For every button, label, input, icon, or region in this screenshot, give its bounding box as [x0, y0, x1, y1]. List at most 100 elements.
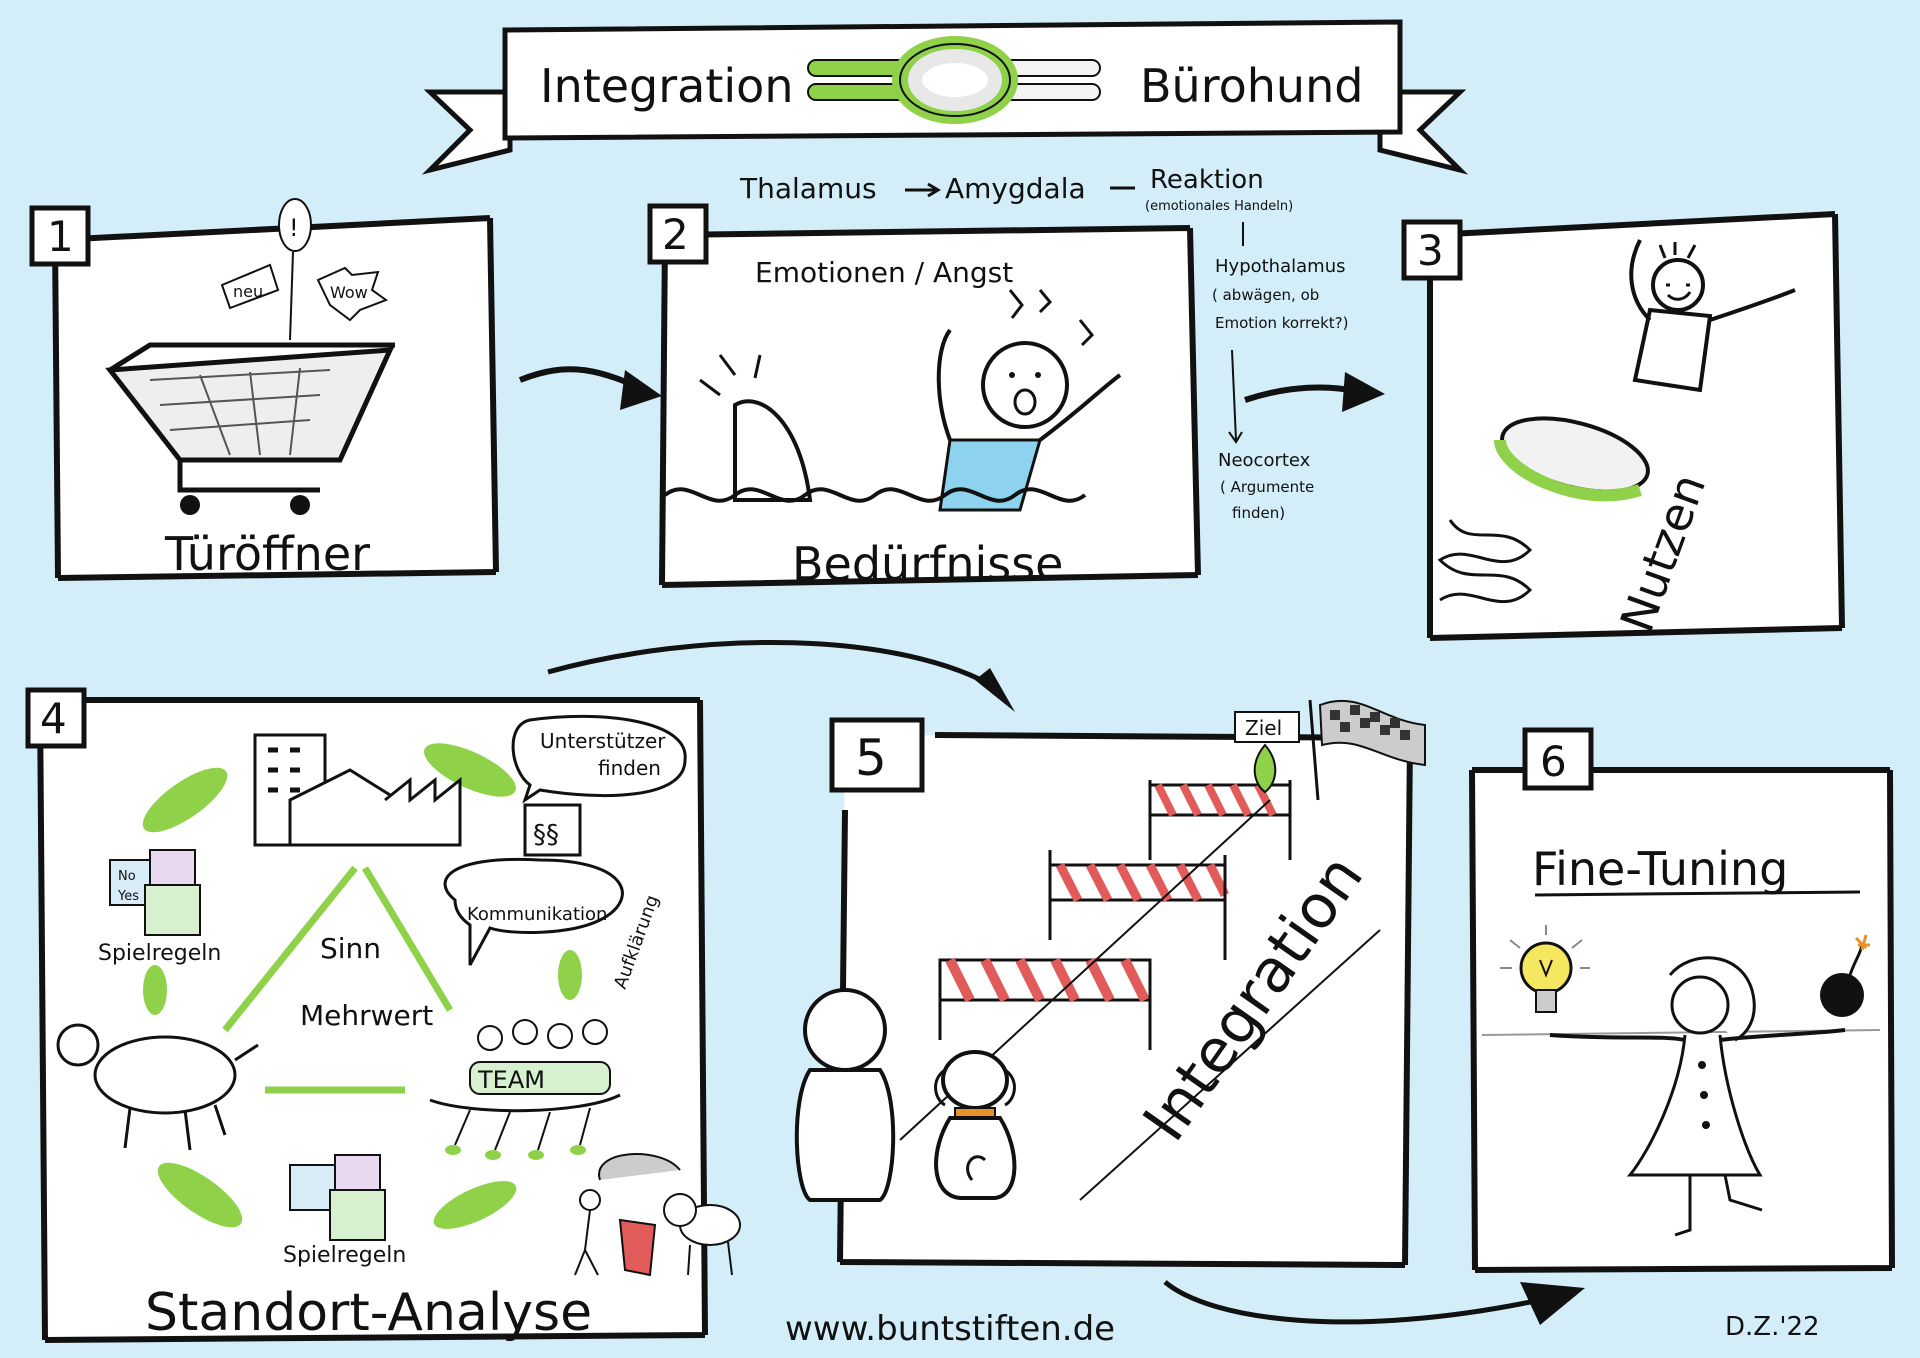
person-back-icon — [794, 988, 896, 1202]
rules-dice-icon: No Yes — [109, 849, 201, 936]
jumping-person-icon — [1629, 239, 1796, 393]
exclamation-label: ! — [289, 214, 299, 242]
scared-face-icon — [981, 341, 1069, 429]
signature: D.Z.'22 — [1725, 1312, 1820, 1342]
panel-2-number: 2 — [662, 210, 689, 259]
arrow-head-icon — [1520, 1282, 1585, 1325]
reaktion-label: Reaktion — [1150, 165, 1264, 195]
reaktion-note: (emotionales Handeln) — [1145, 199, 1293, 214]
mehrwert-label: Mehrwert — [300, 999, 433, 1032]
green-blob — [142, 767, 228, 833]
green-blob — [424, 743, 516, 797]
green-blob — [143, 965, 167, 1015]
panel-4-number: 4 — [40, 694, 67, 743]
panel-2: 2 Emotionen / Angst Bedürfnisse — [647, 203, 1201, 591]
panel-5: 5 Ziel — [794, 699, 1426, 1268]
neocortex-note-2: finden) — [1232, 504, 1285, 522]
brain-flow: Thalamus Amygdala Reaktion (emotionales … — [739, 165, 1348, 522]
panic-lines — [1008, 289, 1095, 347]
hypothalamus-label: Hypothalamus — [1215, 256, 1345, 277]
neu-tag: neu — [220, 263, 280, 310]
trampoline-board-icon — [1494, 416, 1650, 502]
knot-icon — [807, 36, 1101, 124]
green-blob — [433, 1181, 517, 1229]
poodle-icon — [56, 1023, 259, 1151]
panel-2-subtitle: Emotionen / Angst — [755, 256, 1013, 289]
location-pin-icon — [1253, 743, 1277, 794]
arrow-5-to-6 — [1163, 1280, 1541, 1325]
hurdle-barrier — [1048, 850, 1230, 960]
wow-tag-label: Wow — [330, 283, 368, 302]
finish-flag-icon — [1308, 699, 1426, 801]
dice-yes-label: Yes — [117, 889, 139, 904]
panel-4: 4 Unterstützer finden §§ No Yes Spielr — [25, 687, 741, 1343]
motion-lines — [699, 354, 762, 397]
buildings-icon — [253, 733, 462, 847]
banner-right-word: Bürohund — [1140, 59, 1363, 113]
panel-4-title: Standort-Analyse — [145, 1283, 592, 1343]
value-triangle — [222, 865, 454, 1094]
panel-1-frame — [52, 215, 499, 581]
paragraphs-document-icon — [523, 803, 582, 857]
panel-2-frame — [659, 225, 1201, 588]
hurdle-barrier — [1148, 780, 1292, 860]
paragraphs-label: §§ — [533, 820, 559, 850]
panel-3-number: 3 — [1417, 226, 1444, 275]
panel-3-frame — [1427, 211, 1845, 641]
panel-6-number: 6 — [1540, 737, 1567, 786]
panel-3: 3 Nutzen — [1401, 211, 1845, 641]
hurdle-barrier — [938, 957, 1152, 1050]
spielregeln-top: Spielregeln — [98, 941, 221, 966]
raised-arms — [936, 328, 1122, 442]
hypothalamus-note-1: ( abwägen, ob — [1212, 286, 1319, 304]
green-blob — [558, 950, 582, 1000]
shark-fin-icon — [733, 399, 813, 502]
panel-4-frame — [37, 697, 708, 1343]
thalamus-label: Thalamus — [739, 172, 877, 205]
banner-left-word: Integration — [540, 59, 793, 113]
kommunikation-label: Kommunikation — [467, 904, 607, 925]
panel-5-number-box — [829, 717, 925, 793]
panel-1: 1 neu ! Wow Türöffner — [29, 198, 499, 581]
matador-dog-icon — [574, 1153, 741, 1277]
green-blob — [157, 1162, 243, 1228]
unterstuetzer-line-2: finden — [598, 756, 661, 780]
panel-6: 6 Fine-Tuning — [1469, 727, 1895, 1273]
panel-1-number-box — [29, 205, 91, 267]
shopping-cart-icon — [105, 342, 395, 515]
kommunikation-bubble — [443, 857, 624, 966]
panel-5-number: 5 — [855, 729, 887, 787]
arrow-2-to-3 — [1244, 384, 1361, 403]
arrow-4-to-5 — [547, 639, 1002, 693]
unterstuetzer-line-1: Unterstützer — [540, 729, 666, 753]
neocortex-label: Neocortex — [1218, 450, 1311, 471]
panel-2-title: Bedürfnisse — [792, 537, 1064, 591]
spring-coil — [1437, 519, 1533, 603]
dice-no-label: No — [118, 869, 136, 884]
title-underline — [1534, 890, 1861, 897]
panel-6-title: Fine-Tuning — [1532, 842, 1788, 896]
banner-left-tail — [421, 89, 513, 175]
panel-6-frame — [1469, 767, 1895, 1273]
panel-1-title: Türöffner — [164, 527, 370, 581]
ziel-label: Ziel — [1245, 716, 1282, 740]
amygdala-label: Amygdala — [945, 172, 1086, 205]
panel-1-number: 1 — [47, 212, 74, 261]
dog-back-icon — [934, 1050, 1017, 1200]
panel-6-number-box — [1522, 727, 1594, 791]
panel-3-number-box — [1401, 219, 1463, 281]
arrow-head-icon — [975, 668, 1015, 712]
team-boat-icon: TEAM — [429, 1019, 621, 1160]
banner-body — [502, 19, 1403, 141]
unterstuetzer-bubble — [511, 714, 687, 804]
neocortex-note-1: ( Argumente — [1220, 478, 1314, 496]
lightbulb-icon — [1500, 925, 1590, 1013]
panel-4-number-box — [25, 687, 87, 749]
panel-3-bg — [1430, 214, 1842, 638]
bomb-icon — [1820, 934, 1870, 1017]
arrow-head-icon — [620, 370, 662, 410]
wow-tag: Wow — [316, 266, 389, 322]
hypothalamus-note-2: Emotion korrekt?) — [1215, 314, 1348, 332]
title-banner: Integration Bürohund — [421, 19, 1469, 175]
